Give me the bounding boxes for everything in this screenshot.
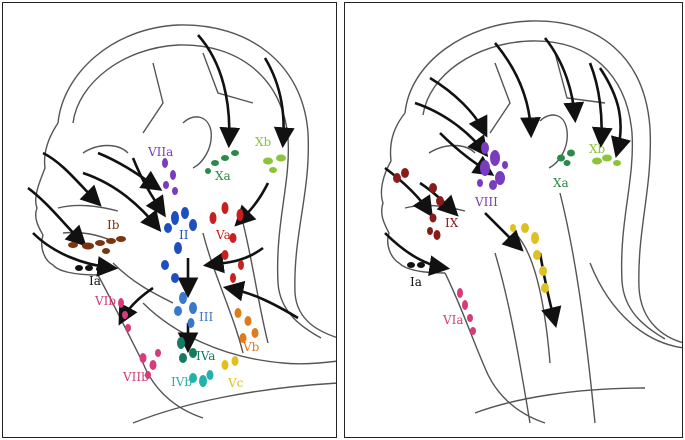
label-Ia-right: Ia bbox=[410, 275, 422, 289]
node-level-Xb bbox=[263, 154, 286, 173]
node-level-VIa bbox=[457, 288, 476, 335]
left-anatomy-svg: Ia Ib II III IVa IVb Va Vb Vc VIb VIIb V… bbox=[27, 24, 336, 424]
node-level-IX bbox=[393, 168, 444, 240]
label-III: III bbox=[199, 310, 213, 324]
node-level-Vb bbox=[234, 308, 259, 343]
node-level-yellow-chain bbox=[510, 223, 549, 293]
left-head-neck-diagram: Ia Ib II III IVa IVb Va Vb Vc VIb VIIb V… bbox=[2, 2, 337, 438]
head-outline-right bbox=[380, 20, 682, 424]
label-Xb-right: Xb bbox=[589, 142, 606, 156]
node-level-IVa bbox=[177, 337, 197, 363]
label-Xa-right: Xa bbox=[553, 176, 569, 190]
label-VIII: VIII bbox=[474, 195, 498, 209]
node-level-Vc bbox=[221, 356, 239, 370]
node-level-Ia bbox=[75, 265, 102, 272]
node-level-VIIb bbox=[139, 349, 161, 379]
label-VIa: VIa bbox=[442, 313, 464, 327]
right-head-neck-diagram: Ia IX VIII VIa Xa Xb bbox=[344, 2, 683, 438]
label-IX: IX bbox=[445, 216, 459, 230]
right-anatomy-svg: Ia IX VIII VIa Xa Xb bbox=[380, 20, 682, 424]
node-level-II bbox=[161, 207, 197, 283]
node-level-Xa-right bbox=[557, 149, 575, 166]
node-level-Xa bbox=[205, 150, 239, 174]
label-Ia: Ia bbox=[89, 274, 101, 288]
node-level-VIb-upper bbox=[118, 298, 131, 332]
label-Va: Va bbox=[215, 228, 231, 242]
label-II: II bbox=[179, 228, 189, 242]
drainage-arrows bbox=[27, 34, 299, 354]
node-level-III bbox=[174, 292, 197, 328]
head-outline bbox=[34, 24, 336, 424]
label-VIIa: VIIa bbox=[147, 145, 173, 159]
label-IVb: IVb bbox=[171, 375, 192, 389]
node-level-VIII bbox=[477, 142, 508, 190]
label-Xb: Xb bbox=[255, 135, 272, 149]
node-level-Va bbox=[209, 202, 244, 283]
label-VIIb: VIIb bbox=[122, 370, 149, 384]
label-Ib: Ib bbox=[107, 218, 120, 232]
label-IVa: IVa bbox=[196, 349, 215, 363]
node-level-Xb-right bbox=[592, 154, 621, 166]
node-level-IVb bbox=[189, 370, 214, 387]
node-level-VIIa bbox=[162, 158, 178, 195]
node-level-Ia-right bbox=[407, 262, 425, 268]
label-Xa: Xa bbox=[215, 169, 231, 183]
node-level-Ib bbox=[68, 236, 126, 254]
label-Vb: Vb bbox=[242, 340, 260, 354]
label-VIb-upper: VIb bbox=[94, 294, 116, 308]
label-Vc: Vc bbox=[227, 376, 244, 390]
